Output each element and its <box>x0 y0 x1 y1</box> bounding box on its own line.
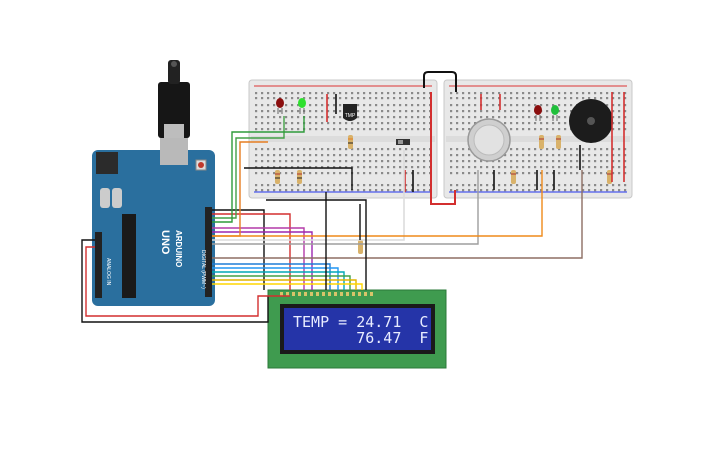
power-jack-icon <box>96 152 118 174</box>
board-model: UNO <box>159 230 171 255</box>
arduino-uno-board[interactable]: ARDUINO UNO DIGITAL (PWM~) ANALOG IN <box>92 137 215 306</box>
resistor-left-1[interactable] <box>275 170 280 184</box>
wire-gnd-loop <box>81 239 269 323</box>
wires[interactable] <box>81 116 583 323</box>
led-green-left[interactable] <box>298 98 306 114</box>
lcd-screen <box>284 308 431 350</box>
resistor-left-2[interactable] <box>297 170 302 184</box>
lcd-line-1: TEMP = 24.71 C <box>293 313 428 331</box>
bridge-wire-black[interactable] <box>423 71 457 92</box>
resistor-left-3[interactable] <box>348 135 353 149</box>
usb-connector-icon <box>160 137 188 165</box>
resistor-lcd[interactable] <box>358 240 363 254</box>
board-jumpers <box>326 92 625 192</box>
lcd-line-2: 76.47 F <box>293 329 428 347</box>
usb-cable <box>158 60 190 138</box>
led-red-right[interactable] <box>534 105 542 121</box>
piezo-buzzer[interactable] <box>569 99 613 143</box>
bridge-wire-red[interactable] <box>430 92 456 205</box>
resistor-right-3[interactable] <box>511 170 516 184</box>
sensor-label: TMP <box>345 113 356 119</box>
atmega-chip <box>122 214 136 298</box>
slide-switch[interactable] <box>396 139 410 145</box>
lcd-pin-header <box>280 292 373 296</box>
board-brand: ARDUINO <box>174 230 183 267</box>
resistor-right-2[interactable] <box>556 135 561 149</box>
reset-button-icon[interactable] <box>198 162 204 168</box>
lcd-module[interactable]: TEMP = 24.71 C 76.47 F <box>267 289 447 369</box>
analog-label: ANALOG IN <box>105 258 111 286</box>
gas-sensor[interactable] <box>467 118 511 162</box>
resistor-right-1[interactable] <box>539 135 544 149</box>
led-green-right[interactable] <box>551 105 559 121</box>
temperature-sensor[interactable]: TMP <box>343 104 357 121</box>
wire-5v-loop <box>85 246 290 317</box>
digital-label: DIGITAL (PWM~) <box>200 250 206 289</box>
led-red-left[interactable] <box>276 98 284 114</box>
resistor-right-4[interactable] <box>607 170 612 184</box>
